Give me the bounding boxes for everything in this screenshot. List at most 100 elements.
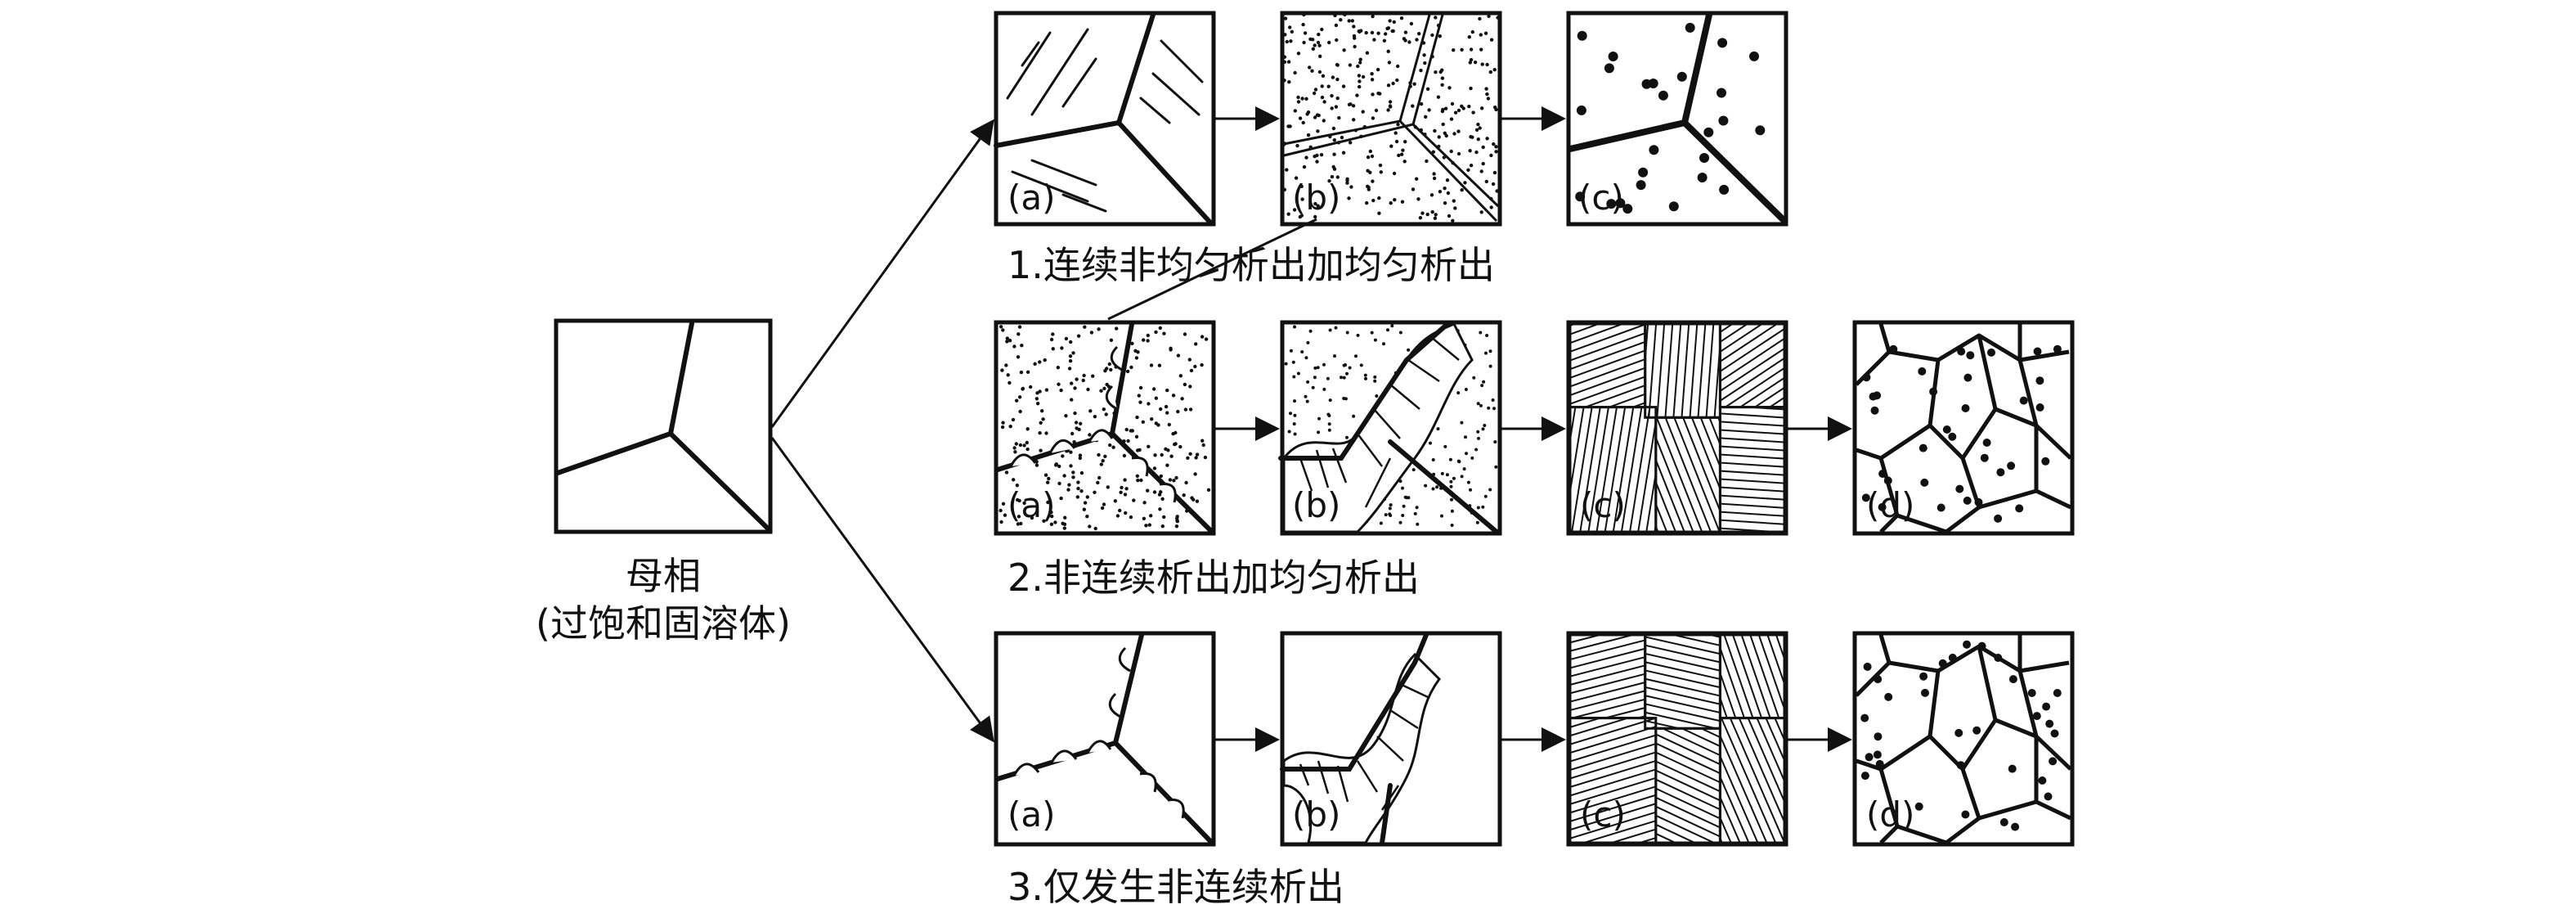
- precipitate-dot: [1188, 452, 1192, 456]
- lamella-line: [1723, 635, 1754, 718]
- precipitate-dot: [1437, 135, 1441, 139]
- precipitate-dot: [1703, 127, 1714, 137]
- precipitate-dot: [1577, 30, 1587, 41]
- precipitate-dot: [1293, 413, 1297, 417]
- precipitate-dot: [1296, 371, 1300, 376]
- precipitate-dot: [1293, 109, 1298, 113]
- precipitate-dot: [1326, 84, 1331, 88]
- precipitate-dot: [1347, 19, 1351, 23]
- lamella-line: [1785, 610, 1820, 709]
- precipitate-dot: [1963, 640, 1971, 649]
- precipitate-dot: [1069, 464, 1073, 468]
- lamella-line: [1756, 718, 1784, 784]
- precipitate-dot: [1476, 506, 1480, 510]
- precipitate-dot: [1918, 367, 1927, 376]
- precipitate-dot: [1685, 22, 1695, 33]
- precipitate-dot: [1124, 427, 1129, 432]
- lamella-line: [1570, 647, 1645, 669]
- precipitate-dot: [1948, 653, 1957, 662]
- precipitate-dot: [1157, 493, 1162, 497]
- precipitate-dot: [1286, 212, 1290, 216]
- precipitate-dot: [1064, 414, 1068, 418]
- precipitate-dot: [1421, 41, 1426, 45]
- precipitate-dot: [1370, 331, 1374, 335]
- lamella-line: [1570, 690, 1645, 712]
- precipitate-dot: [1300, 97, 1304, 101]
- precipitate-dot: [1130, 429, 1135, 433]
- precipitate-dot: [1395, 78, 1399, 83]
- precipitate-dot: [1422, 53, 1426, 57]
- precipitate-dot: [1396, 122, 1400, 127]
- precipitate-dot: [1288, 25, 1292, 29]
- precipitate-dot: [1295, 143, 1299, 148]
- precipitate-dot: [1396, 64, 1400, 69]
- precipitate-dot: [1456, 391, 1461, 395]
- precipitate-dot: [1491, 182, 1496, 187]
- parent-grain-boundaries: [555, 321, 770, 530]
- precipitate-dot: [1863, 662, 1872, 671]
- precipitate-dot: [1465, 452, 1468, 456]
- lamella-line: [1595, 407, 1618, 532]
- precipitate-dot: [1308, 65, 1312, 70]
- parent-phase-sublabel: (过饱和固溶体): [536, 601, 791, 646]
- precipitate-dot: [1111, 445, 1115, 449]
- precipitate-dot: [1450, 509, 1454, 513]
- precipitate-dot: [1423, 133, 1427, 137]
- precipitate-dot: [1194, 342, 1198, 346]
- precipitate-dot: [1378, 163, 1383, 168]
- lamella-line: [1720, 815, 1732, 843]
- precipitate-dot: [1658, 90, 1668, 101]
- row-3-panel-a-nodules: [1012, 646, 1185, 819]
- precipitate-dot: [1861, 493, 1870, 502]
- precipitate-dot: [1431, 487, 1435, 491]
- lamella-line: [1655, 733, 1721, 766]
- precipitate-dot: [1407, 348, 1411, 352]
- precipitate-dot: [1489, 153, 1493, 158]
- precipitate-dot: [1105, 367, 1109, 371]
- precipitate-dot: [2050, 729, 2059, 738]
- precipitate-dot: [1313, 366, 1317, 370]
- precipitate-dot: [1376, 67, 1380, 72]
- precipitate-dot: [2015, 504, 2024, 513]
- precipitate-dot: [1289, 349, 1293, 353]
- precipitate-dot: [1966, 351, 1975, 360]
- precipitate-dot: [1463, 181, 1467, 185]
- precipitate-dot: [1411, 187, 1416, 191]
- precipitate-dot: [1431, 150, 1436, 154]
- precipitate-dot: [1464, 435, 1467, 439]
- lamella-line: [1720, 478, 1784, 484]
- precipitate-dot: [1576, 105, 1586, 115]
- precipitate-dot: [1492, 142, 1496, 146]
- precipitate-dot: [1440, 83, 1444, 88]
- precipitate-dot: [1961, 404, 1970, 412]
- precipitate-dot: [1345, 181, 1349, 185]
- precipitate-dot: [1186, 456, 1190, 460]
- precipitate-dot: [1456, 151, 1461, 156]
- precipitate-dot: [1483, 424, 1487, 427]
- precipitate-dot: [1936, 503, 1945, 512]
- precipitate-dot: [1487, 14, 1491, 18]
- precipitate-dot: [1386, 108, 1390, 112]
- precipitate-dot: [1136, 478, 1140, 483]
- lamella-line: [1660, 728, 1721, 757]
- precipitate-dot: [1019, 521, 1023, 526]
- precipitate-dot: [1358, 57, 1362, 61]
- lamella-line: [1570, 673, 1645, 695]
- precipitate-dot: [1049, 511, 1053, 515]
- precipitate-dot: [1075, 495, 1080, 499]
- precipitate-dot: [1322, 119, 1326, 123]
- precipitate-dot: [1101, 459, 1105, 463]
- precipitate-dot: [1622, 204, 1633, 214]
- precipitate-dot: [1180, 397, 1184, 401]
- precipitate-dot: [1400, 200, 1405, 204]
- precipitate-dot: [1115, 514, 1120, 518]
- lamella-line: [1581, 820, 1656, 843]
- precipitate-dot: [1345, 331, 1349, 335]
- precipitate-dot: [1142, 516, 1147, 520]
- precipitate-dot: [1078, 456, 1083, 461]
- precipitate-dot: [1285, 168, 1289, 172]
- precipitate-dot: [1088, 409, 1093, 413]
- lamella-line: [1645, 719, 1683, 729]
- precipitate-dot: [1083, 501, 1088, 505]
- precipitate-dot: [1000, 368, 1004, 372]
